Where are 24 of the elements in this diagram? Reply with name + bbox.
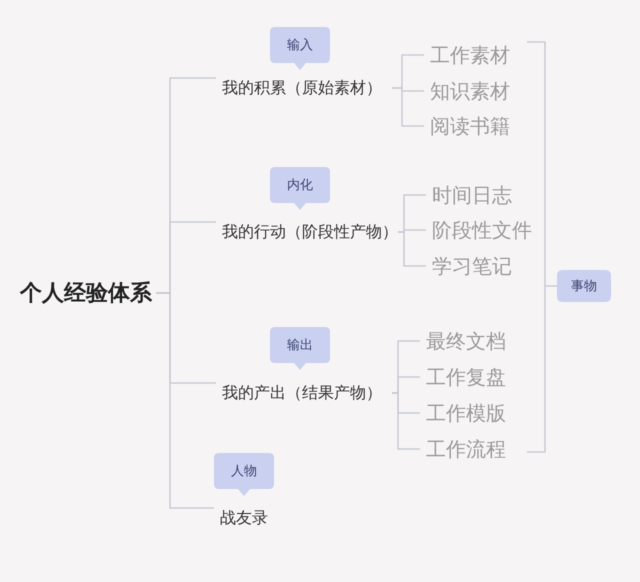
leaf-text: 知识素材 [430,77,520,105]
branch-text: 我的积累（原始素材） [222,76,392,100]
branch-text: 我的产出（结果产物） [222,381,392,405]
tag-callout: 内化 [270,167,330,210]
tag-callout: 输入 [270,27,330,70]
root-title: 个人经验体系 [20,277,156,309]
leaf-text: 阅读书籍 [430,112,520,140]
leaf-text: 工作素材 [430,41,520,69]
leaf-text: 最终文档 [426,327,516,355]
branch-text: 我的行动（阶段性产物） [222,220,398,244]
leaf-text: 阶段性文件 [432,216,542,244]
leaf-text: 工作复盘 [426,363,516,391]
connector-line [392,392,420,450]
branch-text: 战友录 [220,506,280,530]
tag-callout: 人物 [214,453,274,496]
connector-line [156,292,214,509]
leaf-text: 学习笔记 [432,252,522,280]
leaf-text: 工作流程 [426,435,516,463]
summary-tag: 事物 [557,270,611,302]
connector-line [398,231,426,267]
leaf-text: 工作模版 [426,399,516,427]
leaf-text: 时间日志 [432,181,522,209]
tag-callout: 输出 [270,327,330,370]
connector-line [392,87,424,127]
